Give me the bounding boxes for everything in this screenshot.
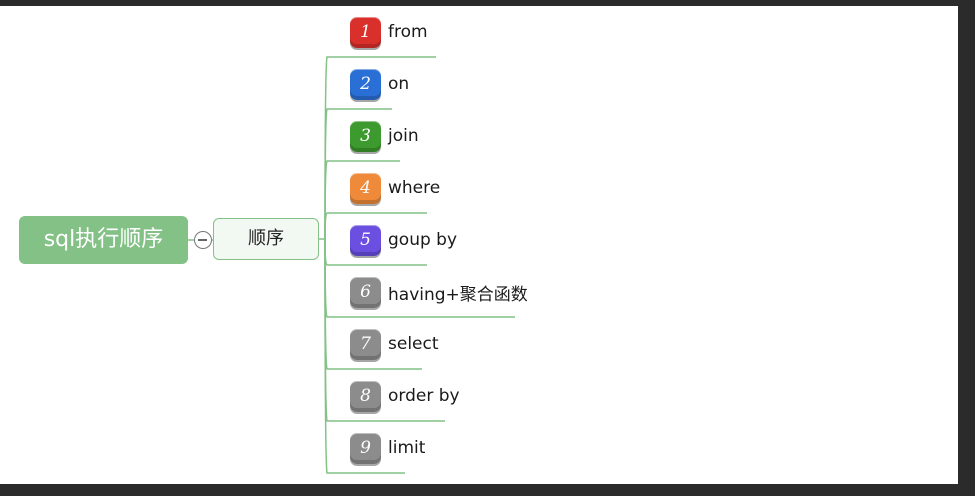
number-badge-icon: 2 [350,68,381,100]
number-badge-icon: 1 [350,16,381,48]
collapse-toggle-icon[interactable] [194,231,212,249]
leaf-label: having+聚合函数 [388,284,528,305]
leaf-node[interactable]: 6 having+聚合函数 [350,276,528,308]
leaf-node[interactable]: 7 select [350,328,439,360]
connector-lines [188,56,515,474]
number-badge-icon: 8 [350,380,381,412]
leaf-node[interactable]: 4 where [350,172,440,204]
number-badge-icon: 3 [350,120,381,152]
number-badge-icon: 7 [350,328,381,360]
leaf-label: from [388,22,428,42]
leaf-connector [324,238,405,474]
root-node-label: sql执行顺序 [43,227,164,252]
leaf-label: goup by [388,230,458,250]
leaf-label: limit [388,438,426,458]
leaf-node[interactable]: 3 join [350,120,419,152]
number-badge-icon: 6 [350,276,381,308]
branch-node[interactable]: 顺序 [213,218,319,260]
leaf-node[interactable]: 8 order by [350,380,460,412]
leaf-label: order by [388,386,460,406]
number-badge-icon: 4 [350,172,381,204]
leaf-node[interactable]: 5 goup by [350,224,457,256]
leaf-node[interactable]: 2 on [350,68,409,100]
number-badge-icon: 9 [350,432,381,464]
leaf-node[interactable]: 9 limit [350,432,425,464]
leaf-label: on [388,74,410,94]
leaf-node[interactable]: 1 from [350,16,428,48]
root-node[interactable]: sql执行顺序 [19,216,188,264]
branch-node-label: 顺序 [248,228,284,249]
leaf-label: join [388,126,419,146]
number-badge-icon: 5 [350,224,381,256]
leaf-label: where [388,178,441,198]
leaf-connector [324,212,427,240]
leaf-label: select [388,334,439,354]
